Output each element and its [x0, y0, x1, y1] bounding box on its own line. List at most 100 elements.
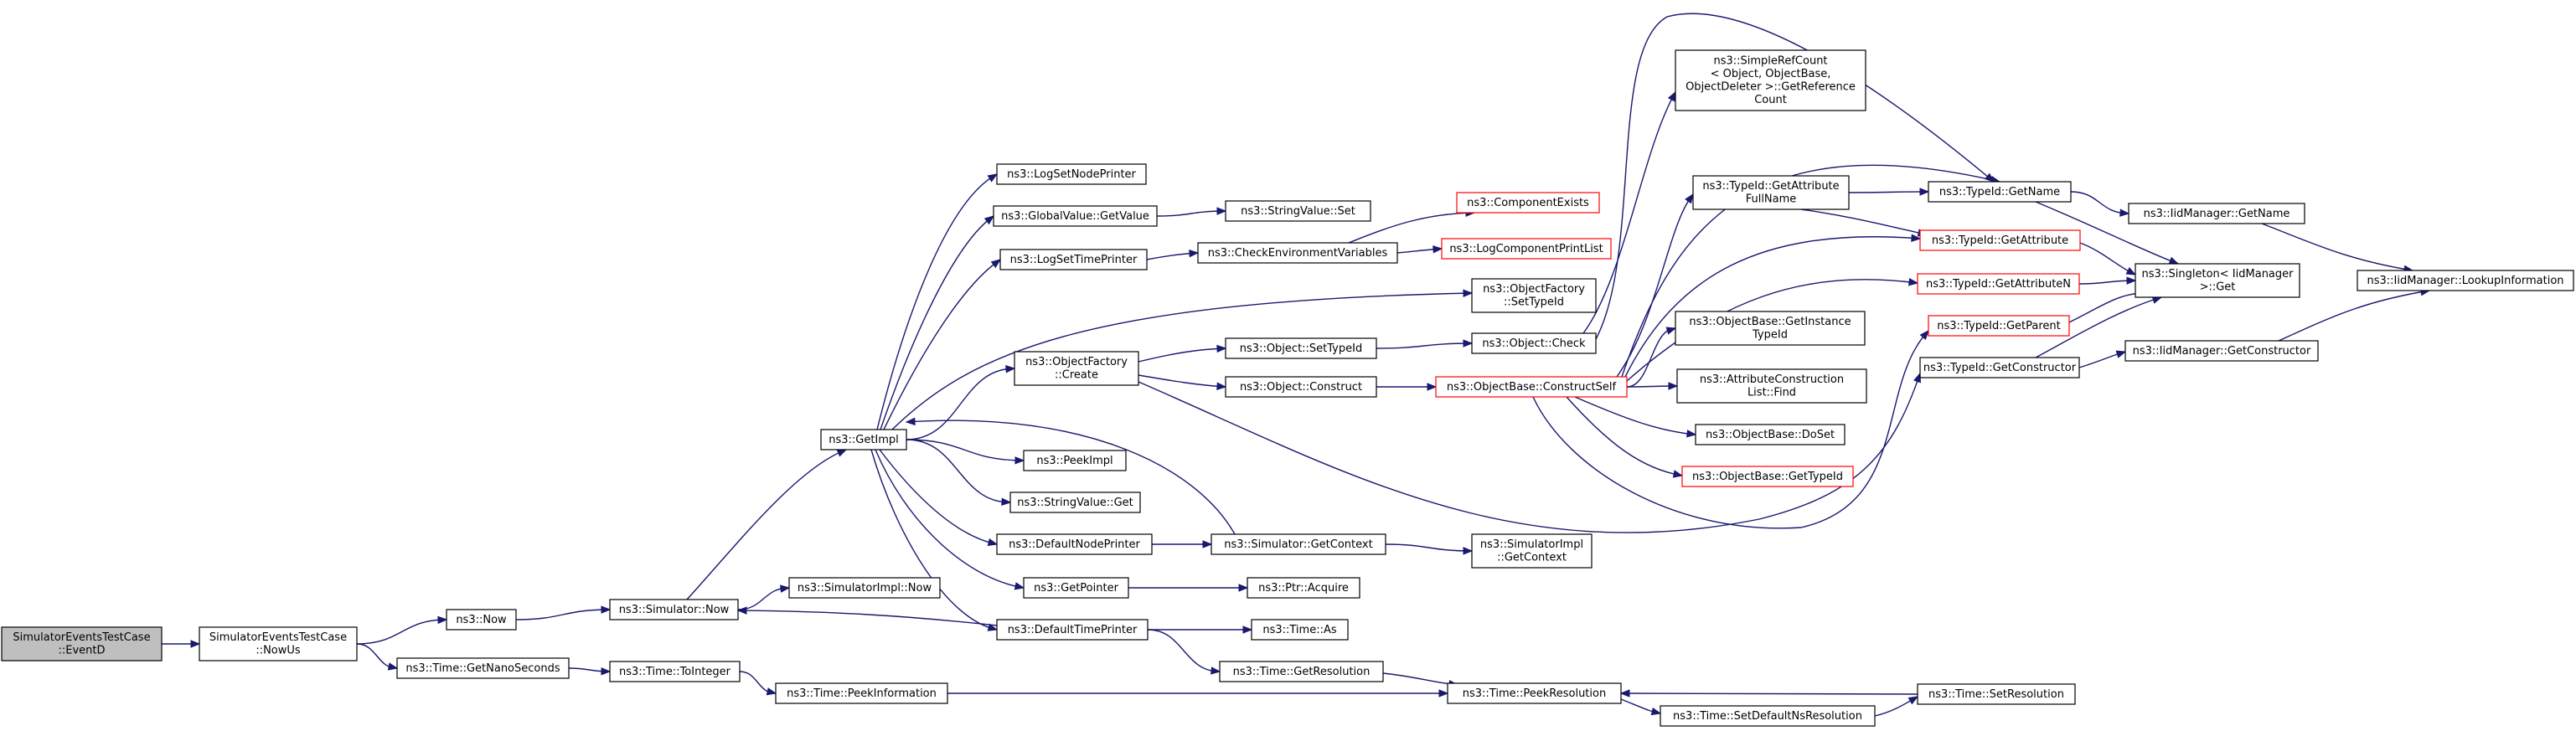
node-object-base-get-type-id-box[interactable]: [1681, 466, 1854, 487]
node-get-impl[interactable]: ns3::GetImpl: [820, 429, 907, 450]
node-attr-construction-list-find-box[interactable]: [1676, 368, 1867, 404]
node-type-id-get-attribute-n-box[interactable]: [1917, 273, 2080, 295]
node-simple-ref-count[interactable]: ns3::SimpleRefCount< Object, ObjectBase,…: [1675, 49, 1866, 111]
node-object-set-type-id[interactable]: ns3::Object::SetTypeId: [1225, 337, 1377, 359]
node-obj-factory-set-type-id-box[interactable]: [1471, 278, 1597, 313]
node-iid-manager-lookup-information-box[interactable]: [2357, 270, 2574, 291]
node-log-set-node-printer-box[interactable]: [996, 163, 1147, 185]
node-string-value-set[interactable]: ns3::StringValue::Set: [1225, 200, 1371, 222]
node-sim-impl-get-context[interactable]: ns3::SimulatorImpl::GetContext: [1471, 533, 1593, 569]
node-get-instance-type-id-box[interactable]: [1675, 311, 1866, 346]
node-log-component-print-list-box[interactable]: [1441, 238, 1612, 260]
node-object-factory-create-box[interactable]: [1014, 351, 1139, 386]
node-type-id-get-parent[interactable]: ns3::TypeId::GetParent: [1928, 315, 2070, 337]
node-check-env-vars-box[interactable]: [1197, 242, 1398, 264]
node-iid-manager-get-constructor-box[interactable]: [2124, 340, 2319, 362]
node-sim-now-box[interactable]: [609, 599, 739, 620]
node-time-set-resolution[interactable]: ns3::Time::SetResolution: [1917, 683, 2076, 705]
node-get-nano-seconds-box[interactable]: [396, 657, 570, 679]
node-root-box[interactable]: [1, 626, 163, 662]
node-time-get-resolution-box[interactable]: [1219, 661, 1384, 682]
node-string-value-get-box[interactable]: [1009, 492, 1141, 513]
node-object-factory-create[interactable]: ns3::ObjectFactory::Create: [1014, 351, 1139, 386]
node-iid-manager-get-name-box[interactable]: [2128, 203, 2305, 224]
node-iid-manager-get-constructor[interactable]: ns3::IidManager::GetConstructor: [2124, 340, 2319, 362]
node-global-value-get-value-box[interactable]: [993, 205, 1158, 227]
node-string-value-get[interactable]: ns3::StringValue::Get: [1009, 492, 1141, 513]
node-string-value-set-box[interactable]: [1225, 200, 1371, 222]
node-type-id-get-parent-box[interactable]: [1928, 315, 2070, 337]
node-check-env-vars[interactable]: ns3::CheckEnvironmentVariables: [1197, 242, 1398, 264]
node-sim-impl-get-context-box[interactable]: [1471, 533, 1593, 569]
node-log-set-time-printer[interactable]: ns3::LogSetTimePrinter: [999, 249, 1148, 270]
node-get-pointer[interactable]: ns3::GetPointer: [1023, 577, 1129, 599]
node-sim-get-context-box[interactable]: [1211, 533, 1386, 555]
node-default-time-printer-box[interactable]: [996, 619, 1149, 641]
node-construct-self-box[interactable]: [1435, 376, 1628, 398]
node-type-id-get-attribute-box[interactable]: [1919, 229, 2081, 251]
node-default-time-printer[interactable]: ns3::DefaultTimePrinter: [996, 619, 1149, 641]
node-object-construct-box[interactable]: [1225, 376, 1377, 398]
node-peek-information[interactable]: ns3::Time::PeekInformation: [775, 682, 948, 704]
node-sim-now[interactable]: ns3::Simulator::Now: [609, 599, 739, 620]
node-root[interactable]: SimulatorEventsTestCase::EventD: [1, 626, 163, 662]
node-construct-self[interactable]: ns3::ObjectBase::ConstructSelf: [1435, 376, 1628, 398]
node-type-id-get-name[interactable]: ns3::TypeId::GetName: [1928, 181, 2072, 203]
node-log-set-node-printer[interactable]: ns3::LogSetNodePrinter: [996, 163, 1147, 185]
node-to-integer[interactable]: ns3::Time::ToInteger: [609, 661, 741, 682]
node-type-id-get-constructor[interactable]: ns3::TypeId::GetConstructor: [1919, 357, 2080, 378]
node-time-set-resolution-box[interactable]: [1917, 683, 2076, 705]
node-peek-information-box[interactable]: [775, 682, 948, 704]
node-iid-manager-get-name[interactable]: ns3::IidManager::GetName: [2128, 203, 2305, 224]
node-now-us[interactable]: SimulatorEventsTestCase::NowUs: [199, 626, 358, 662]
node-simple-ref-count-box[interactable]: [1675, 49, 1866, 111]
node-object-base-do-set-box[interactable]: [1695, 424, 1846, 445]
node-iid-manager-lookup-information[interactable]: ns3::IidManager::LookupInformation: [2357, 270, 2574, 291]
node-time-as[interactable]: ns3::Time::As: [1251, 619, 1349, 641]
node-set-default-ns-resolution-box[interactable]: [1660, 705, 1876, 727]
node-get-nano-seconds[interactable]: ns3::Time::GetNanoSeconds: [396, 657, 570, 679]
node-peek-resolution[interactable]: ns3::Time::PeekResolution: [1447, 682, 1622, 704]
node-object-check[interactable]: ns3::Object::Check: [1471, 332, 1597, 354]
node-ptr-acquire[interactable]: ns3::Ptr::Acquire: [1247, 577, 1360, 599]
node-sim-impl-now[interactable]: ns3::SimulatorImpl::Now: [788, 577, 941, 599]
node-default-node-printer-box[interactable]: [996, 533, 1153, 555]
node-type-id-get-attr-full-name-box[interactable]: [1692, 175, 1850, 210]
node-peek-resolution-box[interactable]: [1447, 682, 1622, 704]
node-now[interactable]: ns3::Now: [446, 609, 517, 631]
node-object-base-do-set[interactable]: ns3::ObjectBase::DoSet: [1695, 424, 1846, 445]
node-peek-impl[interactable]: ns3::PeekImpl: [1023, 450, 1127, 471]
node-type-id-get-attribute-n[interactable]: ns3::TypeId::GetAttributeN: [1917, 273, 2080, 295]
node-object-check-box[interactable]: [1471, 332, 1597, 354]
node-object-set-type-id-box[interactable]: [1225, 337, 1377, 359]
node-ptr-acquire-box[interactable]: [1247, 577, 1360, 599]
node-set-default-ns-resolution[interactable]: ns3::Time::SetDefaultNsResolution: [1660, 705, 1876, 727]
node-sim-impl-now-box[interactable]: [788, 577, 941, 599]
node-log-component-print-list[interactable]: ns3::LogComponentPrintList: [1441, 238, 1612, 260]
node-sim-get-context[interactable]: ns3::Simulator::GetContext: [1211, 533, 1386, 555]
node-obj-factory-set-type-id[interactable]: ns3::ObjectFactory::SetTypeId: [1471, 278, 1597, 313]
node-now-box[interactable]: [446, 609, 517, 631]
node-type-id-get-name-box[interactable]: [1928, 181, 2072, 203]
node-default-node-printer[interactable]: ns3::DefaultNodePrinter: [996, 533, 1153, 555]
node-get-pointer-box[interactable]: [1023, 577, 1129, 599]
node-singleton-get-box[interactable]: [2135, 263, 2300, 298]
node-get-impl-box[interactable]: [820, 429, 907, 450]
node-singleton-get[interactable]: ns3::Singleton< IidManager >::Get: [2135, 263, 2300, 298]
node-component-exists[interactable]: ns3::ComponentExists: [1456, 192, 1600, 214]
node-time-as-box[interactable]: [1251, 619, 1349, 641]
node-peek-impl-box[interactable]: [1023, 450, 1127, 471]
node-type-id-get-attribute[interactable]: ns3::TypeId::GetAttribute: [1919, 229, 2081, 251]
node-global-value-get-value[interactable]: ns3::GlobalValue::GetValue: [993, 205, 1158, 227]
node-time-get-resolution[interactable]: ns3::Time::GetResolution: [1219, 661, 1384, 682]
node-type-id-get-constructor-box[interactable]: [1919, 357, 2080, 378]
node-log-set-time-printer-box[interactable]: [999, 249, 1148, 270]
node-object-base-get-type-id[interactable]: ns3::ObjectBase::GetTypeId: [1681, 466, 1854, 487]
node-component-exists-box[interactable]: [1456, 192, 1600, 214]
node-object-construct[interactable]: ns3::Object::Construct: [1225, 376, 1377, 398]
node-to-integer-box[interactable]: [609, 661, 741, 682]
node-now-us-box[interactable]: [199, 626, 358, 662]
